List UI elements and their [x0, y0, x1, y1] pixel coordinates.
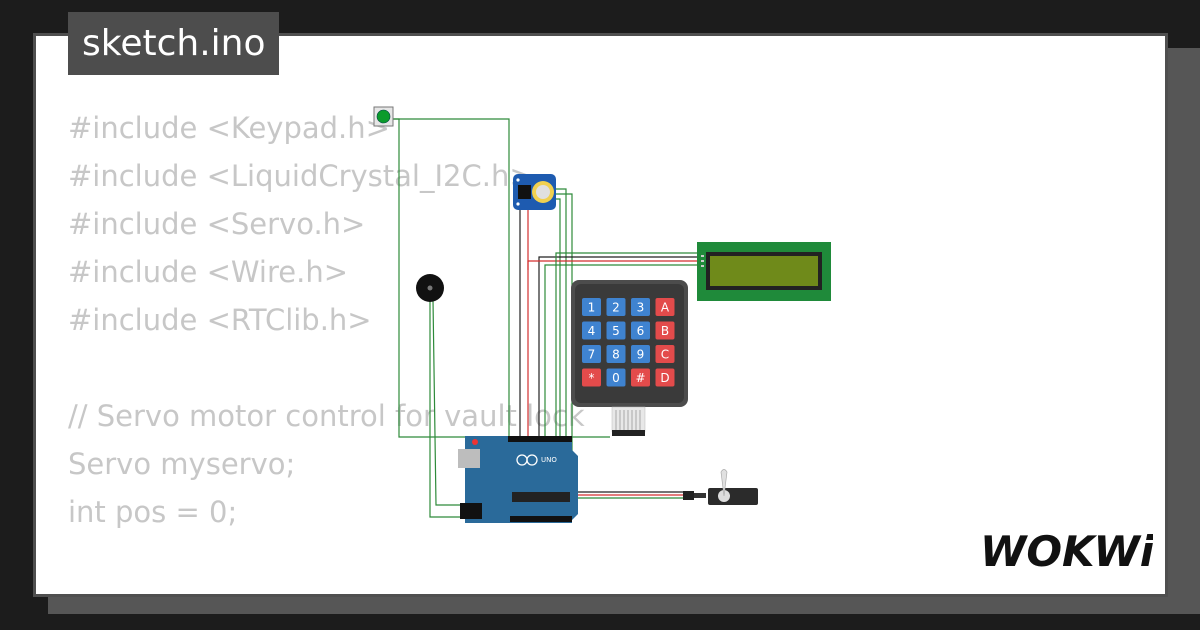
code-line: #include <Keypad.h>: [68, 111, 390, 145]
code-preview: #include <Keypad.h> #include <LiquidCryst…: [68, 104, 585, 594]
wire-lcd-scl: [555, 252, 706, 498]
code-line: #include <Wire.h>: [68, 255, 349, 289]
wire-button-arduino: [393, 118, 510, 436]
wire-lcd-vcc: [527, 260, 706, 270]
keypad-key-label: 3: [637, 301, 645, 315]
keypad-key[interactable]: [606, 298, 626, 316]
arduino-uno-board[interactable]: UNO: [458, 436, 578, 523]
code-line: // LCD: [68, 584, 585, 594]
keypad-key-label: B: [661, 324, 669, 338]
keypad-key-label: 5: [612, 324, 620, 338]
keypad-key[interactable]: [631, 368, 650, 387]
lcd-display[interactable]: [697, 242, 831, 301]
membrane-keypad[interactable]: 1 2 3 A 4 5 6 B 7 8 9 C * 0 # D: [571, 280, 688, 436]
keypad-key[interactable]: [606, 345, 626, 363]
keypad-key-label: 2: [612, 301, 620, 315]
keypad-key-label: D: [660, 371, 669, 385]
wire-lcd-sda: [544, 264, 706, 496]
keypad-key-label: 9: [637, 348, 645, 362]
keypad-key-label: 4: [588, 324, 596, 338]
keypad-key-label: *: [589, 371, 595, 385]
keypad-key[interactable]: [631, 298, 650, 316]
keypad-key[interactable]: [606, 321, 626, 340]
keypad-key-label: 6: [637, 324, 645, 338]
file-tab[interactable]: sketch.ino: [68, 12, 280, 75]
servo-motor[interactable]: [683, 469, 758, 506]
arduino-model-label: UNO: [541, 456, 557, 464]
wire-buzzer-1: [429, 300, 462, 518]
code-line: int pos = 0;: [68, 495, 238, 529]
rtc-module[interactable]: [513, 174, 556, 210]
keypad-key-label: A: [661, 301, 670, 315]
keypad-key-label: 0: [612, 371, 620, 385]
keypad-key[interactable]: [655, 298, 675, 316]
keypad-key[interactable]: [582, 368, 601, 387]
wire-buzzer-2: [432, 299, 465, 506]
keypad-key[interactable]: [631, 345, 650, 363]
push-button[interactable]: [373, 106, 394, 127]
keypad-key-label: #: [635, 371, 645, 385]
keypad-key-label: 1: [588, 301, 596, 315]
keypad-key[interactable]: [582, 321, 601, 340]
keypad-key[interactable]: [582, 298, 601, 316]
keypad-key[interactable]: [631, 321, 650, 340]
code-line: #include <Servo.h>: [68, 207, 366, 241]
keypad-key[interactable]: [606, 368, 626, 387]
svg-text:WOKWi: WOKWi: [980, 527, 1153, 576]
code-line: Servo myservo;: [68, 447, 296, 481]
code-line: #include <RTClib.h>: [68, 303, 372, 337]
wire-lcd-gnd: [538, 256, 706, 436]
keypad-key[interactable]: [655, 368, 675, 387]
keypad-key[interactable]: [655, 321, 675, 340]
keypad-key[interactable]: [582, 345, 601, 363]
code-line: #include <LiquidCrystal_I2C.h>: [68, 159, 534, 193]
keypad-key-label: 8: [612, 348, 620, 362]
buzzer[interactable]: [416, 274, 444, 302]
keypad-key-label: C: [661, 348, 669, 362]
keypad-key[interactable]: [655, 345, 675, 363]
wire-rtc-3: [555, 198, 561, 500]
keypad-key-label: 7: [588, 348, 596, 362]
wokwi-logo: WOKWi: [980, 527, 1153, 576]
wire-rtc-sda: [555, 188, 567, 496]
